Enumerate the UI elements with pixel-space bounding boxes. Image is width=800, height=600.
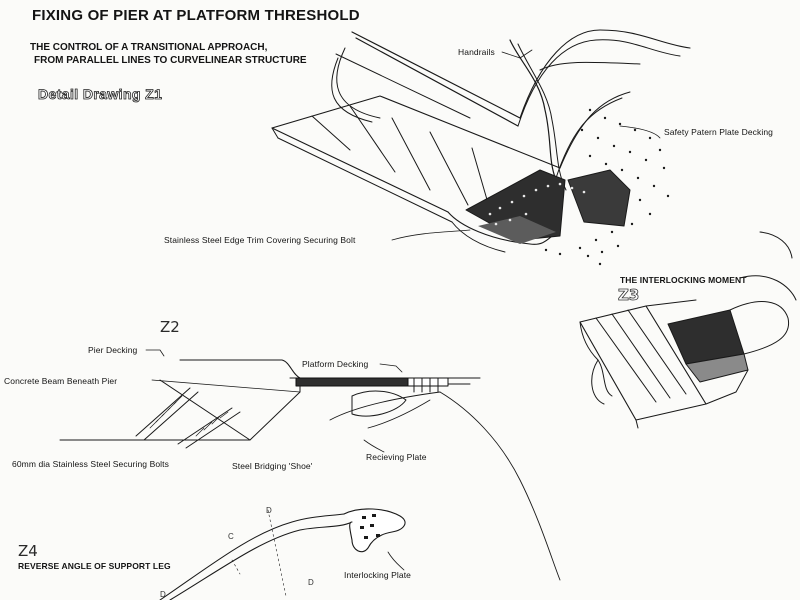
label-handrails: Handrails: [458, 47, 495, 57]
z3-drawing: [579, 231, 797, 429]
label-receiving-plate: Recieving Plate: [366, 452, 427, 462]
label-concrete-beam: Concrete Beam Beneath Pier: [4, 376, 118, 386]
z4-heading: REVERSE ANGLE OF SUPPORT LEG: [18, 561, 171, 571]
z2-label: Z2: [160, 318, 180, 336]
z4-drawing: [159, 508, 406, 600]
z1-label: Detail Drawing Z1: [38, 86, 163, 103]
label-interlocking-plate: Interlocking Plate: [344, 570, 412, 580]
label-edge-trim: Stainless Steel Edge Trim Covering Secur…: [164, 235, 356, 245]
z3-label: Z3: [618, 286, 640, 305]
z2-drawing: [59, 349, 561, 581]
subtitle-line-2: FROM PARALLEL LINES TO CURVELINEAR STRUC…: [34, 55, 307, 66]
subtitle-line-1: THE CONTROL OF A TRANSITIONAL APPROACH,: [30, 42, 268, 53]
z4-letter: D: [266, 506, 272, 515]
label-platform-decking: Platform Decking: [302, 359, 369, 369]
z1-drawing: [271, 29, 691, 266]
label-bridging-shoe: Steel Bridging 'Shoe': [232, 461, 313, 471]
page-title: FIXING OF PIER AT PLATFORM THRESHOLD: [32, 7, 360, 24]
label-safety-decking: Safety Patern Plate Decking: [664, 127, 774, 137]
z4-letter: C: [228, 532, 234, 541]
z3-heading: THE INTERLOCKING MOMENT: [620, 275, 747, 285]
label-pier-decking: Pier Decking: [88, 345, 138, 355]
z4-letter: D: [308, 578, 314, 587]
label-securing-bolts: 60mm dia Stainless Steel Securing Bolts: [12, 459, 169, 469]
z4-letter: D: [160, 590, 166, 599]
z4-label: Z4: [18, 542, 38, 560]
